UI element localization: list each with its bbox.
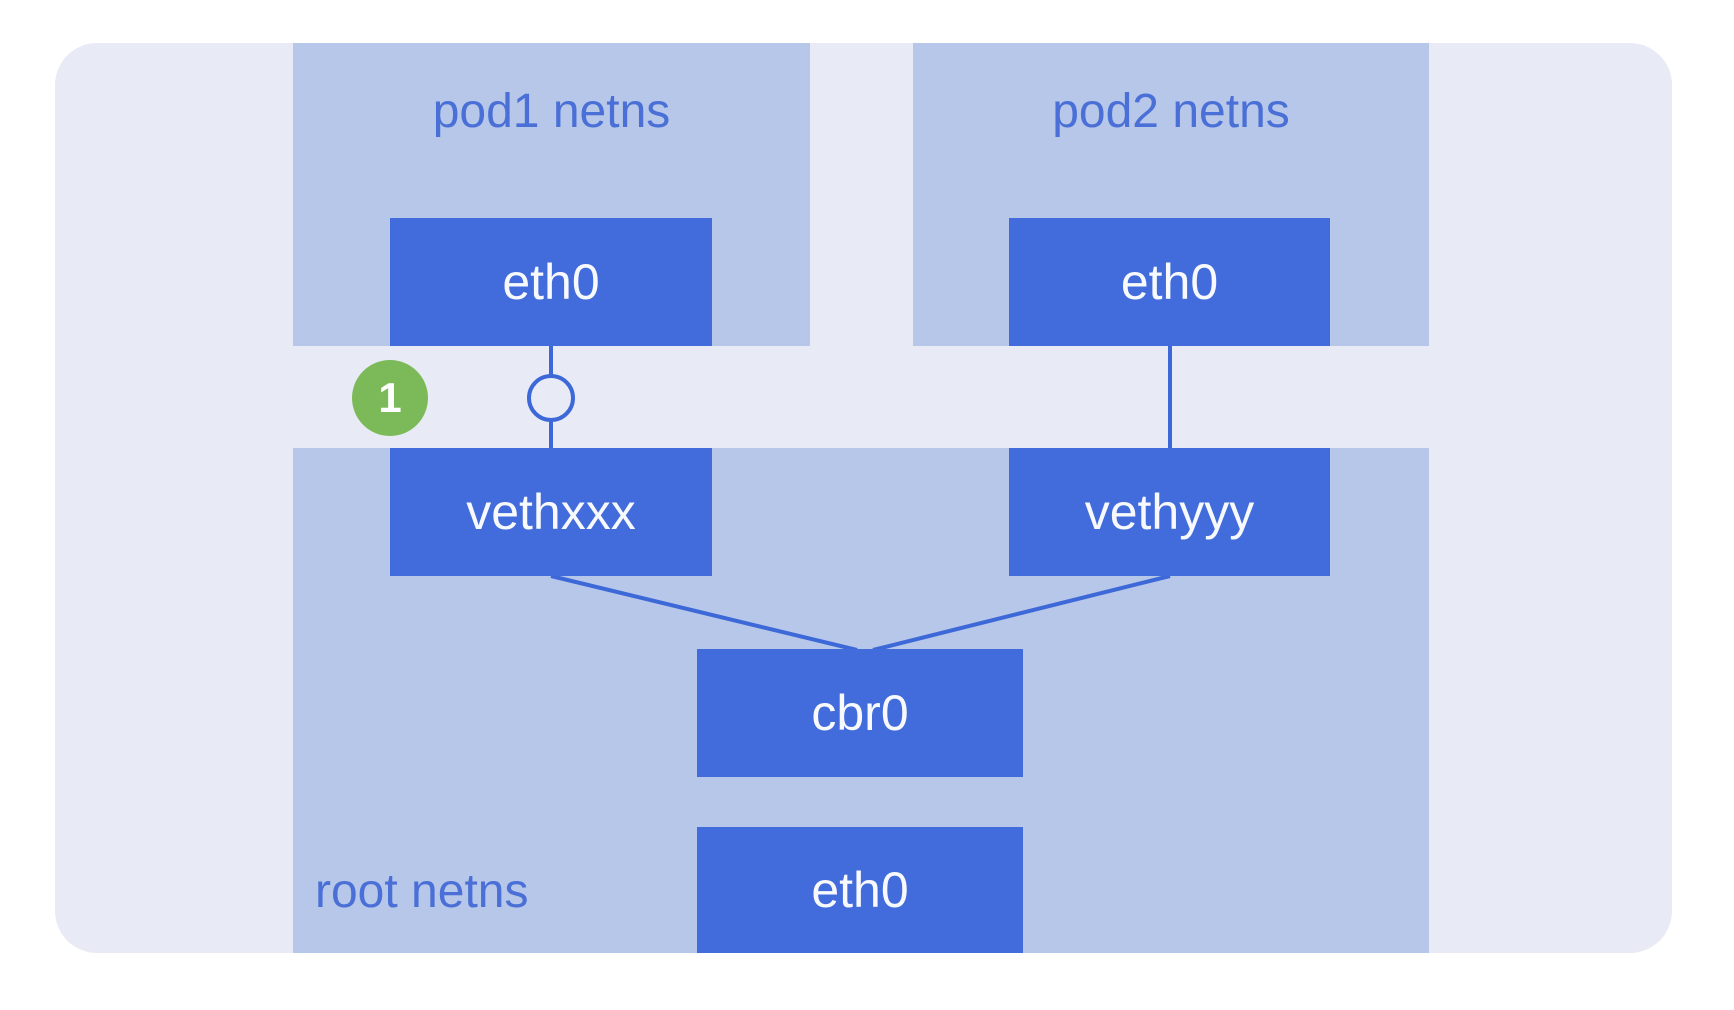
root-eth0-box: eth0 — [697, 827, 1023, 953]
cbr0-bridge-box: cbr0 — [697, 649, 1023, 777]
pod1-netns-label: pod1 netns — [432, 85, 671, 138]
pod2-eth0-box: eth0 — [1009, 218, 1330, 346]
root-netns-label: root netns — [315, 865, 529, 918]
vethxxx-box: vethxxx — [390, 448, 712, 576]
pod2-netns-label: pod2 netns — [1052, 85, 1290, 138]
pod1-eth0-box: eth0 — [390, 218, 712, 346]
step-1-badge: 1 — [352, 360, 428, 436]
vethyyy-box: vethyyy — [1009, 448, 1330, 576]
